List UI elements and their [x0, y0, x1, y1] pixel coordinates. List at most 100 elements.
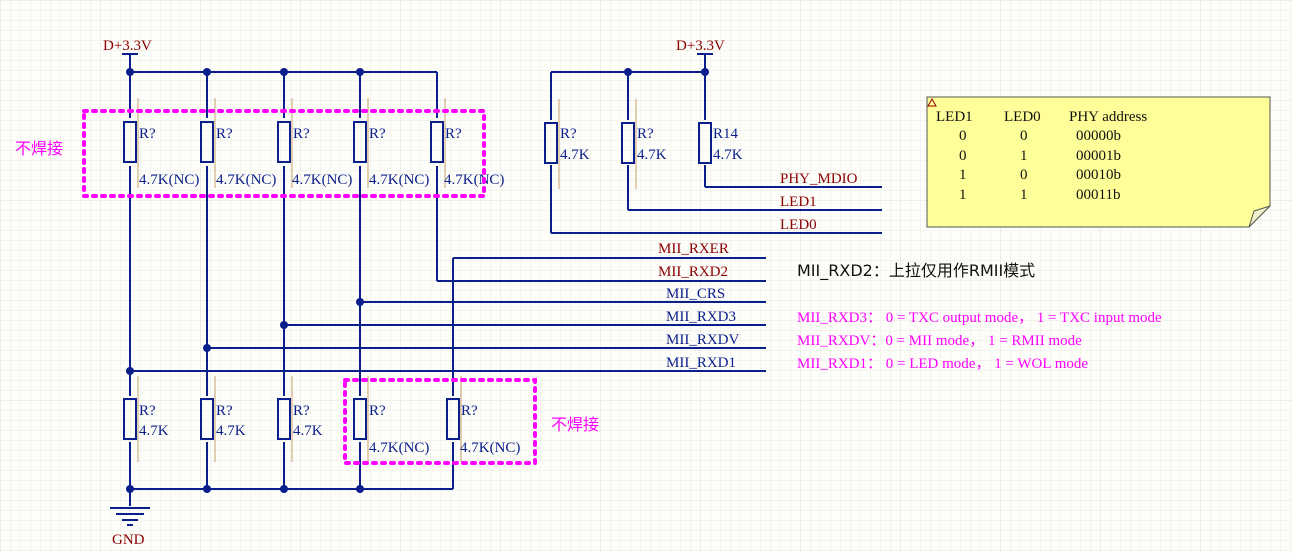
junction-dot	[203, 68, 211, 76]
net-label-mii-crs: MII_CRS	[666, 286, 725, 302]
junctions	[126, 68, 709, 493]
resistor-value: 4.7K	[293, 423, 323, 439]
resistor-top-2[interactable]: R? 4.7K(NC)	[200, 98, 276, 188]
resistor-right-3[interactable]: R14 4.7K	[698, 122, 743, 164]
resistor-value: 4.7K	[560, 147, 590, 163]
resistor-right-1[interactable]: R? 4.7K	[544, 99, 590, 189]
net-label-mii-rxd3: MII_RXD3	[666, 309, 736, 325]
junction-dot	[280, 68, 288, 76]
power-label-left: D+3.3V	[103, 38, 152, 54]
resistor-bottom-3[interactable]: R? 4.7K	[277, 376, 323, 462]
resistor-ref: R?	[461, 403, 478, 419]
resistor-value: 4.7K(NC)	[216, 172, 276, 188]
phy-table-header-led1: LED1	[936, 109, 973, 125]
junction-dot	[203, 485, 211, 493]
phy-table-cell: 1	[1020, 187, 1028, 203]
junction-dot	[356, 68, 364, 76]
resistor-bottom-1[interactable]: R? 4.7K	[123, 376, 169, 462]
dnp-label-bottom: 不焊接	[551, 415, 599, 434]
junction-dot	[126, 367, 134, 375]
resistor-body	[123, 398, 137, 440]
net-label-mii-rxer: MII_RXER	[658, 241, 729, 257]
resistor-body	[200, 121, 214, 163]
resistor-body	[698, 122, 712, 164]
power-symbol-right[interactable]: D+3.3V	[676, 38, 725, 72]
resistor-value: 4.7K(NC)	[139, 172, 199, 188]
phy-table-cell: 00001b	[1076, 148, 1121, 164]
resistor-ref: R?	[560, 126, 577, 142]
phy-table-cell: 0	[959, 128, 967, 144]
junction-dot	[356, 485, 364, 493]
resistor-right-2[interactable]: R? 4.7K	[621, 99, 667, 189]
power-label-right: D+3.3V	[676, 38, 725, 54]
note-rxd2: MII_RXD2：上拉仅用作RMII模式	[797, 261, 1035, 281]
resistor-body	[277, 398, 291, 440]
resistor-body	[200, 398, 214, 440]
dnp-label-top: 不焊接	[15, 139, 63, 158]
resistor-body	[446, 398, 460, 440]
phy-table-header-led0: LED0	[1004, 109, 1041, 125]
net-label-mii-rxd1: MII_RXD1	[666, 355, 736, 371]
resistor-value: 4.7K	[637, 147, 667, 163]
net-label-phy-mdio: PHY_MDIO	[780, 171, 858, 187]
resistor-value: 4.7K(NC)	[460, 440, 520, 456]
resistor-top-1[interactable]: R? 4.7K(NC)	[123, 98, 199, 188]
resistor-value: 4.7K(NC)	[292, 172, 352, 188]
phy-table-cell: 1	[959, 187, 967, 203]
resistor-value: 4.7K	[139, 423, 169, 439]
resistor-body	[353, 121, 367, 163]
resistor-body	[621, 122, 635, 164]
phy-table-cell: 1	[1020, 148, 1028, 164]
note-rxd3: MII_RXD3： 0 = TXC output mode， 1 = TXC i…	[797, 310, 1162, 326]
dnp-box-bottom	[343, 378, 537, 465]
resistor-body	[430, 121, 444, 163]
net-label-mii-rxdv: MII_RXDV	[666, 332, 739, 348]
resistor-ref: R?	[139, 403, 156, 419]
junction-dot	[280, 321, 288, 329]
phy-address-note[interactable]: LED1 LED0 PHY address 0 0 00000b 0 1 000…	[926, 96, 1271, 228]
resistor-value: 4.7K(NC)	[369, 440, 429, 456]
resistor-bottom-2[interactable]: R? 4.7K	[200, 376, 246, 462]
resistor-value: 4.7K(NC)	[444, 172, 504, 188]
junction-dot	[126, 485, 134, 493]
resistor-ref: R14	[713, 126, 739, 142]
note-rxd1: MII_RXD1： 0 = LED mode， 1 = WOL mode	[797, 356, 1088, 372]
ground-symbol[interactable]: GND	[110, 507, 150, 548]
phy-table-cell: 0	[1020, 128, 1028, 144]
resistor-ref: R?	[216, 126, 233, 142]
note-fold	[1248, 205, 1271, 228]
resistor-body	[544, 122, 558, 164]
resistor-bottom-4[interactable]: R? 4.7K(NC)	[353, 376, 429, 462]
net-label-led0: LED0	[780, 217, 817, 233]
resistor-ref: R?	[445, 126, 462, 142]
warning-icon	[927, 97, 937, 107]
junction-dot	[356, 298, 364, 306]
net-label-led1: LED1	[780, 194, 817, 210]
junction-dot	[203, 344, 211, 352]
resistor-value: 4.7K(NC)	[369, 172, 429, 188]
resistor-value: 4.7K	[216, 423, 246, 439]
resistor-ref: R?	[293, 126, 310, 142]
phy-table-cell: 0	[959, 148, 967, 164]
note-rxdv: MII_RXDV：0 = MII mode， 1 = RMII mode	[797, 333, 1082, 349]
net-label-mii-rxd2: MII_RXD2	[658, 264, 728, 280]
junction-dot	[280, 485, 288, 493]
resistor-ref: R?	[293, 403, 310, 419]
resistor-body	[277, 121, 291, 163]
resistor-top-3[interactable]: R? 4.7K(NC)	[277, 98, 352, 188]
resistor-top-4[interactable]: R? 4.7K(NC)	[353, 98, 429, 188]
resistor-bottom-5[interactable]: R? 4.7K(NC)	[446, 376, 520, 462]
phy-table-cell: 0	[1020, 167, 1028, 183]
dnp-box-top	[82, 109, 486, 198]
resistor-value: 4.7K	[713, 147, 743, 163]
phy-table-cell: 1	[959, 167, 967, 183]
resistor-ref: R?	[216, 403, 233, 419]
junction-dot	[126, 68, 134, 76]
phy-table-header-address: PHY address	[1069, 109, 1147, 125]
resistor-ref: R?	[369, 403, 386, 419]
resistor-ref: R?	[369, 126, 386, 142]
right-network-wires	[550, 71, 882, 234]
resistor-body	[353, 398, 367, 440]
